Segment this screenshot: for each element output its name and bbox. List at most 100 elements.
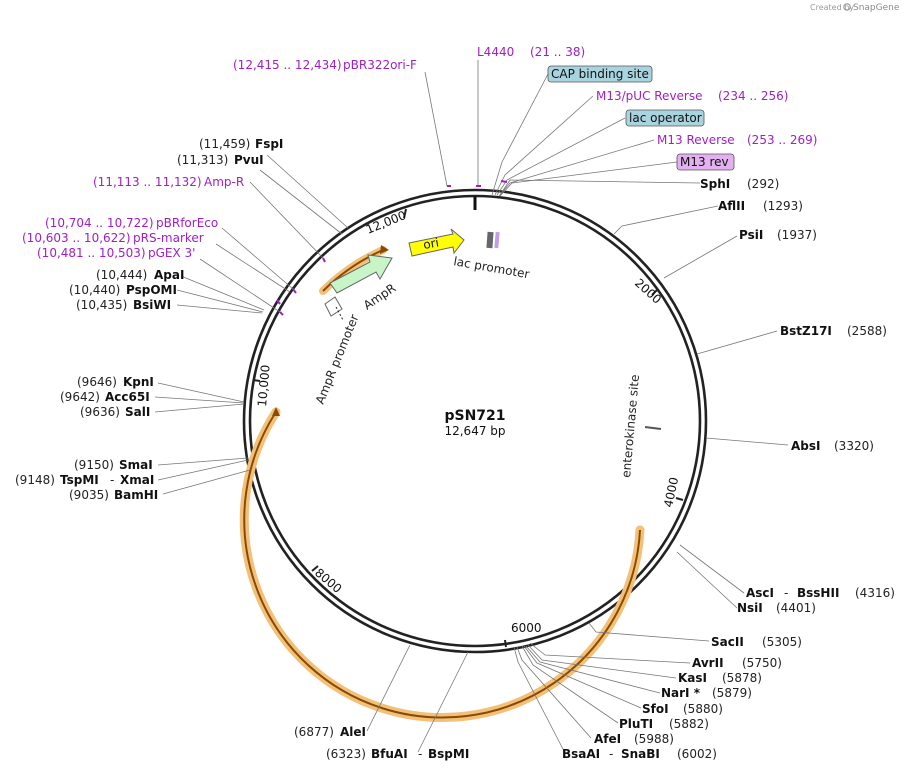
lac-promoter-feature[interactable] [486,231,494,249]
primer-m13-puc-reverse[interactable]: M13/pUC Reverse (234 .. 256) [596,89,788,103]
snapgene-credit: Created by SnapGene [810,3,900,13]
enzyme-sfoi[interactable]: SfoI (5880) [642,702,723,716]
primer-amp-r[interactable]: (11,113 .. 11,132) Amp-R [93,175,244,189]
enzyme-pvui[interactable]: (11,313) PvuI [177,153,264,167]
enzyme-sphi[interactable]: SphI (292) [700,177,779,191]
enzyme-name-2: SnaBI [621,747,660,761]
enzyme-name: KpnI [123,375,154,389]
enzyme-separator: - [784,586,788,600]
tick-12000 [403,208,407,219]
primer-pbr322ori-f[interactable]: (12,415 .. 12,434) pBR322ori-F [233,58,417,72]
credit-text: Created by [810,3,854,12]
enterokinase-feature[interactable] [644,426,662,430]
enzyme-separator: - [418,747,422,761]
ampr-label: AmpR [361,281,399,313]
primer-name: pBR322ori-F [343,58,417,72]
enzyme-apai[interactable]: (10,444) ApaI [96,268,184,282]
enzyme-kasi[interactable]: KasI (5878) [678,671,762,685]
small-arc-arrow-head [380,245,389,254]
enzyme-separator: - [609,747,613,761]
lac-operator-feature[interactable] [494,231,500,249]
enzyme-bsiwi[interactable]: (10,435) BsiWI [76,298,171,312]
enterokinase-label: enterokinase site [619,374,642,478]
enzyme-name-2: BssHII [797,586,839,600]
primer-range: (234 .. 256) [718,89,788,103]
enzyme-smai[interactable]: (9150) SmaI [74,458,153,472]
enzyme-bstz17i[interactable]: BstZ17I (2588) [780,324,887,338]
primer-pgex-3[interactable]: (10,481 .. 10,503) pGEX 3' [37,246,195,260]
credit-brand: SnapGene [853,3,900,13]
enzyme-name: KasI [678,671,707,685]
enzyme-name: PspOMI [126,283,177,297]
ampr-promoter-label: AmpR promoter [313,312,362,406]
cap-binding-site-box[interactable]: CAP binding site [547,65,653,83]
enzyme-name: BamHI [114,488,158,502]
enzyme-absi[interactable]: AbsI (3320) [791,439,874,453]
enzyme-position: (10,444) [96,268,147,282]
enzyme-name-2: XmaI [120,473,154,487]
enzyme-name: BsaAI [562,747,600,761]
enzyme-bamhi[interactable]: (9035) BamHI [69,488,158,502]
enzyme-position: (6002) [677,747,717,761]
enzyme-position: (9646) [77,375,117,389]
enzyme-sali[interactable]: (9636) SalI [80,405,150,419]
enzyme-afei[interactable]: AfeI (5988) [594,732,674,746]
tick-label-4000: 4000 [661,476,681,509]
enzyme-position: (9035) [69,488,109,502]
enzyme-pluti[interactable]: PluTI (5882) [619,717,709,731]
enzyme-name: ApaI [154,268,184,282]
enzyme-avrii[interactable]: AvrII (5750) [692,656,782,670]
enzyme-name: NsiI [737,601,763,615]
enzyme-position: (5880) [683,702,723,716]
enzyme-sacii[interactable]: SacII (5305) [711,635,802,649]
primer-range: (21 .. 38) [530,45,585,59]
primer-pbrforeco[interactable]: (10,704 .. 10,722) pBRforEco [45,216,218,230]
primer-l4440[interactable]: L4440 (21 .. 38) [477,45,585,59]
enzyme-tspmi-xmai[interactable]: (9148) TspMI - XmaI [15,473,154,487]
enzyme-position: (4316) [855,586,895,600]
enzyme-position: (292) [747,177,779,191]
primer-name: pGEX 3' [148,246,195,260]
ampr-promoter-feature[interactable] [324,296,343,317]
backbone-outer-ring [242,188,708,654]
ampr-promoter-connector [335,306,344,321]
tick-label-6000: 6000 [511,621,542,635]
primer-m13-reverse[interactable]: M13 Reverse (253 .. 269) [657,133,817,147]
lac-operator-label: lac operator [629,111,702,125]
ori-feature[interactable] [408,228,465,257]
enzyme-nsii[interactable]: NsiI (4401) [737,601,816,615]
tick-4000 [675,497,684,501]
enzyme-nari[interactable]: NarI * (5879) [661,686,752,700]
tick-6000 [504,639,507,648]
enzyme-aflii[interactable]: AflII (1293) [718,199,803,213]
enzyme-position: (6877) [294,725,334,739]
enzyme-kpni[interactable]: (9646) KpnI [77,375,154,389]
enzyme-bfuai-bspmi[interactable]: (6323) BfuAI - BspMI [326,747,469,761]
enzyme-name: SacII [711,635,744,649]
enzyme-psii[interactable]: PsiI (1937) [739,228,817,242]
primer-name: Amp-R [204,175,244,189]
enzyme-position: (9636) [80,405,120,419]
enzyme-acc65i[interactable]: (9642) Acc65I [60,390,150,404]
enzyme-fspi[interactable]: (11,459) FspI [199,137,283,151]
cds-arc[interactable] [243,411,641,719]
enzyme-name: Acc65I [105,390,150,404]
enzyme-position: (1293) [763,199,803,213]
enzyme-asci-bsshii[interactable]: AscI - BssHII (4316) [746,586,895,600]
enzyme-pspomi[interactable]: (10,440) PspOMI [69,283,177,297]
lac-operator-box[interactable]: lac operator [625,109,705,127]
enzyme-name: FspI [255,137,283,151]
enzyme-bsaai-snabi[interactable]: BsaAI - SnaBI (6002) [562,747,717,761]
enzyme-position: (5879) [712,686,752,700]
m13-rev-box[interactable]: M13 rev [676,153,735,171]
small-arc[interactable] [322,249,384,292]
primer-range: (253 .. 269) [747,133,817,147]
primer-prs-marker[interactable]: (10,603 .. 10,622) pRS-marker [22,231,204,245]
cds-arc-highlight [239,407,645,722]
enzyme-name: SmaI [119,458,153,472]
ampr-feature[interactable] [329,254,393,294]
tick-10000 [252,379,261,382]
tick-label-12000: 12,000 [364,208,408,237]
enzyme-position: (5882) [669,717,709,731]
enzyme-alei[interactable]: (6877) AleI [294,725,366,739]
